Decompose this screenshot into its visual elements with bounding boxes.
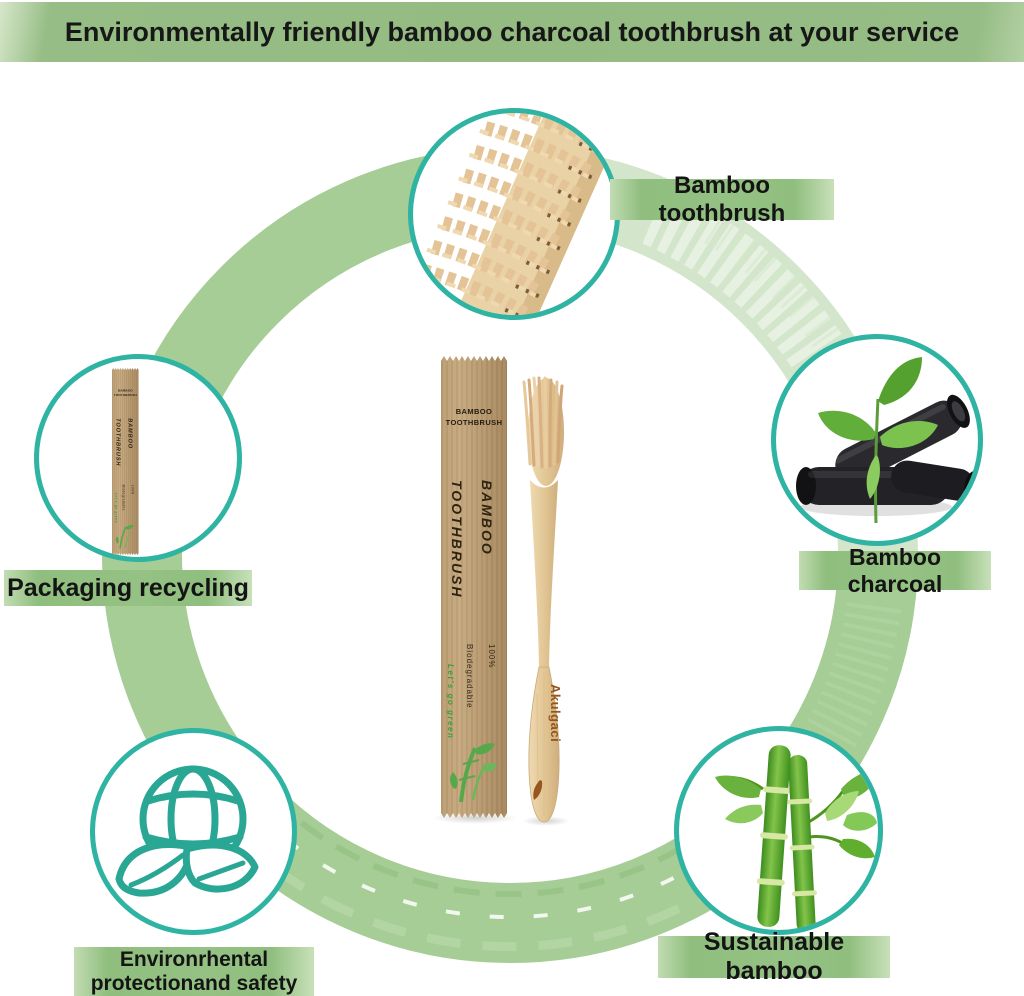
bamboo-stalks-icon — [715, 745, 877, 930]
bamboo-toothbrush-photo: Akulgaci — [522, 376, 564, 823]
kraft-package-photo: BAMBOO TOOTHBRUSH BAMBOO TOOTHBRUSH 100%… — [112, 368, 140, 558]
label-text-line2: protectionand safety — [90, 971, 298, 995]
sleeve-header-line1: BAMBOO — [117, 388, 133, 393]
brand-leaf-icon — [533, 780, 543, 800]
label-text: Sustainable bamboo — [703, 928, 845, 985]
kraft-sleeve: BAMBOO TOOTHBRUSH BAMBOO TOOTHBRUSH 100%… — [441, 356, 507, 818]
mini-kraft-sleeve: BAMBOO TOOTHBRUSH BAMBOO TOOTHBRUSH 100%… — [112, 368, 139, 556]
sleeve-header-line2: TOOTHBRUSH — [113, 393, 137, 397]
bamboo-print-icon — [115, 524, 134, 549]
label-environmental-protection: Environrhental protectionand safety — [74, 947, 314, 996]
label-sustainable-bamboo: Sustainable bamboo — [658, 928, 890, 985]
sleeve-vertical-title: BAMBOO TOOTHBRUSH — [115, 418, 134, 467]
label-bamboo-toothbrush: Bamboo toothbrush — [610, 172, 834, 227]
sleeve-vertical-subtitle: 100% Biodegradable — [465, 644, 496, 709]
bristles-macro-photo — [413, 113, 615, 315]
label-text: Bamboo toothbrush — [658, 171, 786, 227]
sleeve-vertical-text: BAMBOO TOOTHBRUSH 100% Biodegradable — [112, 418, 136, 515]
paper-texture — [112, 368, 139, 556]
callout-circle-environment — [90, 728, 297, 935]
globe-leaf-icon — [115, 765, 259, 897]
sleeve-header-line2: TOOTHBRUSH — [445, 418, 503, 427]
paper-texture — [441, 356, 507, 818]
product-package: BAMBOO TOOTHBRUSH BAMBOO TOOTHBRUSH 100%… — [441, 356, 507, 818]
sleeve-header: BAMBOO TOOTHBRUSH — [112, 388, 139, 397]
sleeve-vertical-text: BAMBOO TOOTHBRUSH 100% Biodegradable — [442, 480, 502, 720]
top-banner: Environmentally friendly bamboo charcoal… — [0, 2, 1024, 62]
callout-circle-charcoal — [771, 334, 983, 546]
brush-brand-text: Akulgaci — [548, 684, 563, 742]
label-text: Bamboo charcoal — [847, 543, 943, 597]
label-packaging-recycling: Packaging recycling — [4, 570, 252, 606]
charcoal-sticks-photo — [796, 357, 978, 524]
bamboo-print-icon — [450, 743, 497, 803]
sleeve-tagline: Let's go green — [114, 492, 118, 524]
page-title: Environmentally friendly bamboo charcoal… — [64, 16, 960, 47]
callout-circle-toothbrush — [408, 108, 620, 320]
sleeve-vertical-title: BAMBOO TOOTHBRUSH — [449, 480, 495, 599]
label-text-line1: Environrhental — [119, 947, 269, 971]
label-bamboo-charcoal: Bamboo charcoal — [799, 544, 991, 597]
sleeve-vertical-subtitle: 100% Biodegradable — [121, 484, 135, 511]
sleeve-tagline: Let's go green — [446, 664, 455, 740]
callout-circle-bamboo — [674, 726, 883, 935]
label-text: Packaging recycling — [7, 573, 249, 602]
sleeve-header-line1: BAMBOO — [455, 407, 493, 416]
sleeve-header: BAMBOO TOOTHBRUSH — [441, 406, 507, 428]
